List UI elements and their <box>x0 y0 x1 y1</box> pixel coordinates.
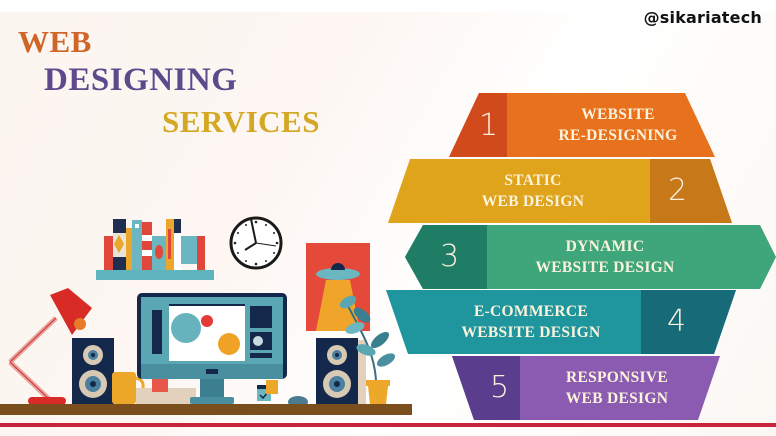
sticky-note-icon <box>152 378 168 392</box>
title-line-designing: DESIGNING <box>44 62 238 98</box>
desk-lamp-icon <box>8 288 92 405</box>
speaker-right-icon <box>316 338 358 404</box>
service-number: 4 <box>667 304 687 339</box>
title-line-web: WEB <box>18 24 92 59</box>
speaker-left-icon <box>72 338 114 404</box>
bookshelf-icon <box>96 219 214 280</box>
monitor-icon <box>137 293 287 404</box>
brand-handle: @sikariatech <box>643 8 762 27</box>
service-number: 3 <box>440 239 460 274</box>
band-2-shape <box>388 159 732 223</box>
wall-clock-icon <box>229 216 283 270</box>
band-3-shape <box>405 225 776 289</box>
top-bar <box>0 0 776 12</box>
office-illustration <box>8 216 396 408</box>
band-1-shape <box>449 93 715 157</box>
band-4-shape <box>386 290 736 354</box>
footer-divider <box>0 423 776 427</box>
potted-plant-icon <box>339 295 396 404</box>
calendar-icon <box>257 380 278 401</box>
service-number: 2 <box>668 173 688 208</box>
band-5-shape <box>452 356 720 420</box>
title-line-services: SERVICES <box>162 104 320 139</box>
service-number: 5 <box>490 370 510 405</box>
service-number: 1 <box>479 108 499 143</box>
desk-surface <box>0 404 412 415</box>
